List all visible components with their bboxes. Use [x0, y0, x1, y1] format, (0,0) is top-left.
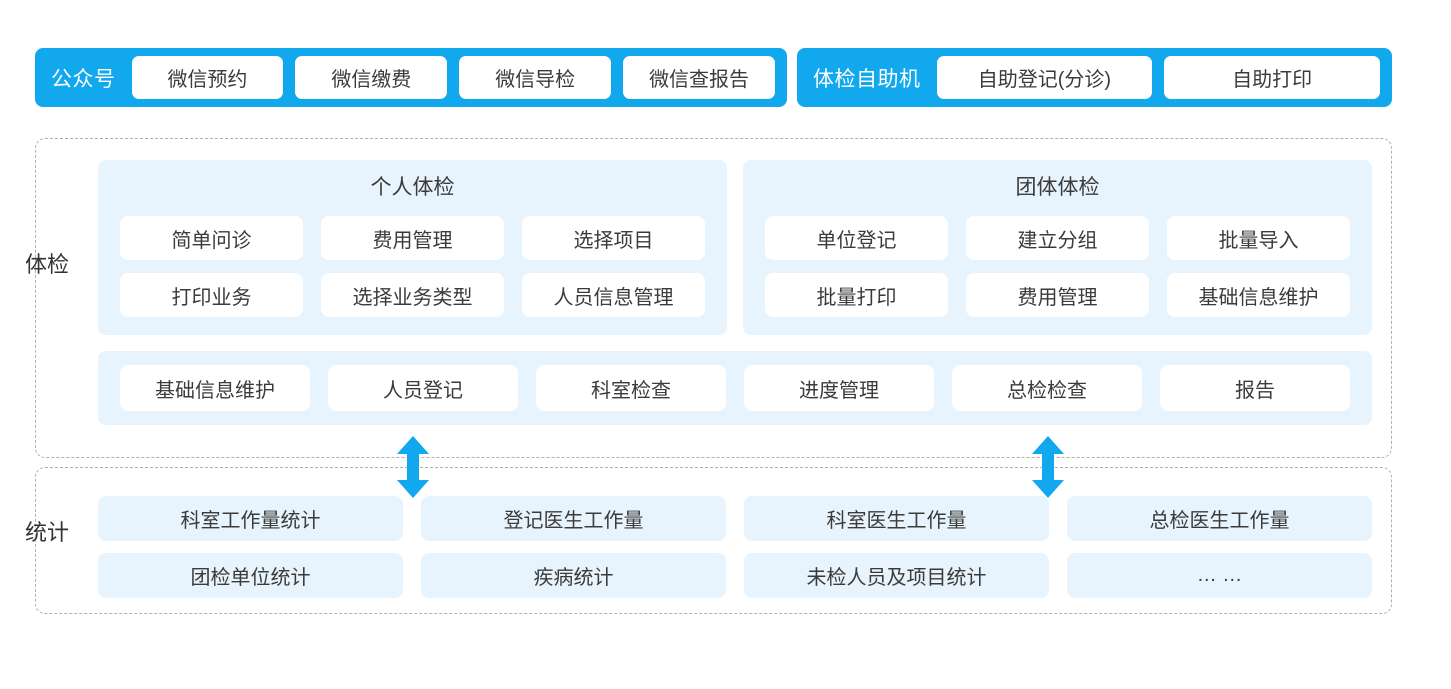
tile-group-unit-stats[interactable]: 团检单位统计 — [98, 553, 403, 598]
tile-person-info-management[interactable]: 人员信息管理 — [522, 273, 705, 317]
chip-self-registration[interactable]: 自助登记(分诊) — [936, 56, 1153, 99]
tile-select-items[interactable]: 选择项目 — [522, 216, 705, 260]
tile-chief-doctor-workload[interactable]: 总检医生工作量 — [1067, 496, 1372, 541]
channel-group-wechat: 公众号 微信预约 微信缴费 微信导检 微信查报告 — [35, 48, 787, 107]
top-channel-bar: 公众号 微信预约 微信缴费 微信导检 微信查报告 体检自助机 自助登记(分诊) … — [35, 48, 1392, 107]
connector-arrow-left-icon — [397, 436, 429, 498]
exam-group-row: 个人体检 简单问诊 费用管理 选择项目 打印业务 选择业务类型 人员信息管理 团… — [98, 160, 1372, 335]
exam-section-content: 个人体检 简单问诊 费用管理 选择项目 打印业务 选择业务类型 人员信息管理 团… — [98, 160, 1372, 425]
stats-section-label: 统计 — [24, 520, 69, 545]
tile-unit-registration[interactable]: 单位登记 — [765, 216, 948, 260]
panel-title-group-exam: 团体体检 — [1015, 176, 1100, 199]
tile-department-workload-stats[interactable]: 科室工作量统计 — [98, 496, 403, 541]
exam-section-label: 体检 — [24, 252, 69, 277]
tile-more-ellipsis[interactable]: … … — [1067, 553, 1372, 598]
panel-personal-exam: 个人体检 简单问诊 费用管理 选择项目 打印业务 选择业务类型 人员信息管理 — [98, 160, 727, 335]
tile-fee-management-group[interactable]: 费用管理 — [966, 273, 1149, 317]
chip-wechat-report[interactable]: 微信查报告 — [623, 56, 775, 99]
chip-wechat-appointment[interactable]: 微信预约 — [131, 56, 284, 99]
chip-self-print[interactable]: 自助打印 — [1164, 56, 1380, 99]
tile-basic-info-maintenance-group[interactable]: 基础信息维护 — [1167, 273, 1350, 317]
stats-section-container — [35, 467, 1392, 614]
panel-group-exam: 团体体检 单位登记 建立分组 批量导入 批量打印 费用管理 基础信息维护 — [743, 160, 1372, 335]
tile-select-business-type[interactable]: 选择业务类型 — [321, 273, 504, 317]
chip-wechat-guide[interactable]: 微信导检 — [459, 56, 612, 99]
stats-section-content: 科室工作量统计 登记医生工作量 科室医生工作量 总检医生工作量 团检单位统计 疾… — [98, 496, 1372, 598]
tile-simple-consultation[interactable]: 简单问诊 — [120, 216, 303, 260]
chip-wechat-payment[interactable]: 微信缴费 — [295, 56, 448, 99]
panel-grid-personal-exam: 简单问诊 费用管理 选择项目 打印业务 选择业务类型 人员信息管理 — [120, 216, 705, 317]
tile-print-business[interactable]: 打印业务 — [120, 273, 303, 317]
tile-fee-management-personal[interactable]: 费用管理 — [321, 216, 504, 260]
tile-unexamined-person-item-stats[interactable]: 未检人员及项目统计 — [744, 553, 1049, 598]
exam-workflow-band: 基础信息维护 人员登记 科室检查 进度管理 总检检查 报告 — [98, 351, 1372, 425]
tile-department-doctor-workload[interactable]: 科室医生工作量 — [744, 496, 1049, 541]
tile-registration-doctor-workload[interactable]: 登记医生工作量 — [421, 496, 726, 541]
channel-title-kiosk: 体检自助机 — [813, 67, 921, 91]
channel-group-kiosk: 体检自助机 自助登记(分诊) 自助打印 — [797, 48, 1392, 107]
exam-section-container — [35, 138, 1392, 458]
tile-create-group[interactable]: 建立分组 — [966, 216, 1149, 260]
tile-department-examination[interactable]: 科室检查 — [536, 365, 726, 411]
tile-person-registration[interactable]: 人员登记 — [328, 365, 518, 411]
channel-title-wechat: 公众号 — [51, 67, 116, 91]
tile-basic-info-maintenance[interactable]: 基础信息维护 — [120, 365, 310, 411]
tile-progress-management[interactable]: 进度管理 — [744, 365, 934, 411]
tile-general-review[interactable]: 总检检查 — [952, 365, 1142, 411]
tile-report[interactable]: 报告 — [1160, 365, 1350, 411]
panel-grid-group-exam: 单位登记 建立分组 批量导入 批量打印 费用管理 基础信息维护 — [765, 216, 1350, 317]
tile-batch-print[interactable]: 批量打印 — [765, 273, 948, 317]
tile-disease-stats[interactable]: 疾病统计 — [421, 553, 726, 598]
panel-title-personal-exam: 个人体检 — [370, 176, 455, 199]
connector-arrow-right-icon — [1032, 436, 1064, 498]
tile-batch-import[interactable]: 批量导入 — [1167, 216, 1350, 260]
